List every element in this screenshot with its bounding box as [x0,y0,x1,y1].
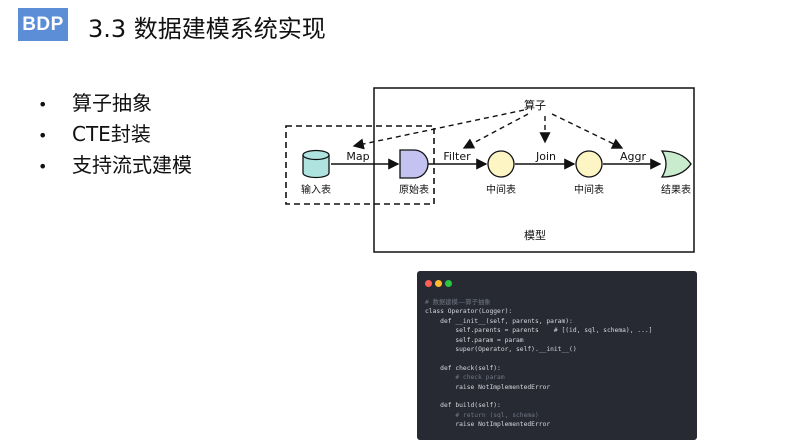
edge-label-filter: Filter [443,150,471,163]
node-label-mid2: 中间表 [574,183,604,196]
edge-label-aggr: Aggr [620,150,646,163]
operator-arrow-map [352,109,525,150]
bullet-text: 支持流式建模 [72,153,192,177]
bullet-item: • 算子抽象 [38,88,192,119]
code-line: self.param = param [425,336,524,344]
intermediate-table-node [487,150,515,178]
bullet-item: • CTE封装 [38,119,192,150]
code-line: self.parents = parents # [(id, sql, sche… [425,327,653,335]
map-scope-dashed-frame [285,125,435,205]
operator-arrow-aggr [551,113,624,149]
close-dot [425,280,432,287]
code-line: class Operator(Logger): [425,308,513,316]
bullet-marker: • [38,157,48,176]
bullet-item: • 支持流式建模 [38,150,192,181]
edge-label-join: Join [535,150,556,163]
input-table-node [302,149,330,179]
intermediate-table-node [575,150,603,178]
code-block: # 数据建模——算子抽象 class Operator(Logger): def… [425,298,652,430]
code-line: def check(self): [425,364,501,372]
code-window: # 数据建模——算子抽象 class Operator(Logger): def… [417,271,697,440]
code-line: # check param [425,374,505,382]
code-line: # 数据建模——算子抽象 [425,299,491,306]
maximize-dot [445,280,452,287]
bullet-marker: • [38,126,48,145]
edge-label-map: Map [346,150,369,163]
model-label: 模型 [524,228,546,242]
bullet-text: 算子抽象 [72,91,152,115]
minimize-dot [435,280,442,287]
node-label-result: 结果表 [661,183,691,196]
code-line: raise NotImplementedError [425,383,551,391]
model-frame [373,87,695,253]
raw-table-node [399,149,429,179]
code-line: def build(self): [425,402,501,410]
code-line: def __init__(self, parents, param): [425,317,573,325]
code-line: # return (sql, schema) [425,411,539,419]
bullet-marker: • [38,95,48,114]
bdp-logo: BDP [18,8,68,41]
node-label-mid1: 中间表 [486,183,516,196]
code-line: raise NotImplementedError [425,421,551,429]
page-title: 3.3 数据建模系统实现 [88,15,326,43]
operator-label: 算子 [524,98,546,112]
code-line: super(Operator, self).__init__() [425,346,577,354]
node-label-raw: 原始表 [399,183,429,196]
window-controls [425,280,452,287]
operator-arrow-filter [462,113,529,149]
bullet-text: CTE封装 [72,122,151,146]
node-label-input: 输入表 [301,183,331,196]
model-diagram: 算子 Map Filter Join Aggr 输入表 原始表 中间表 中间表 … [285,87,695,253]
result-table-node [660,150,692,178]
bullet-list: • 算子抽象 • CTE封装 • 支持流式建模 [38,88,192,181]
